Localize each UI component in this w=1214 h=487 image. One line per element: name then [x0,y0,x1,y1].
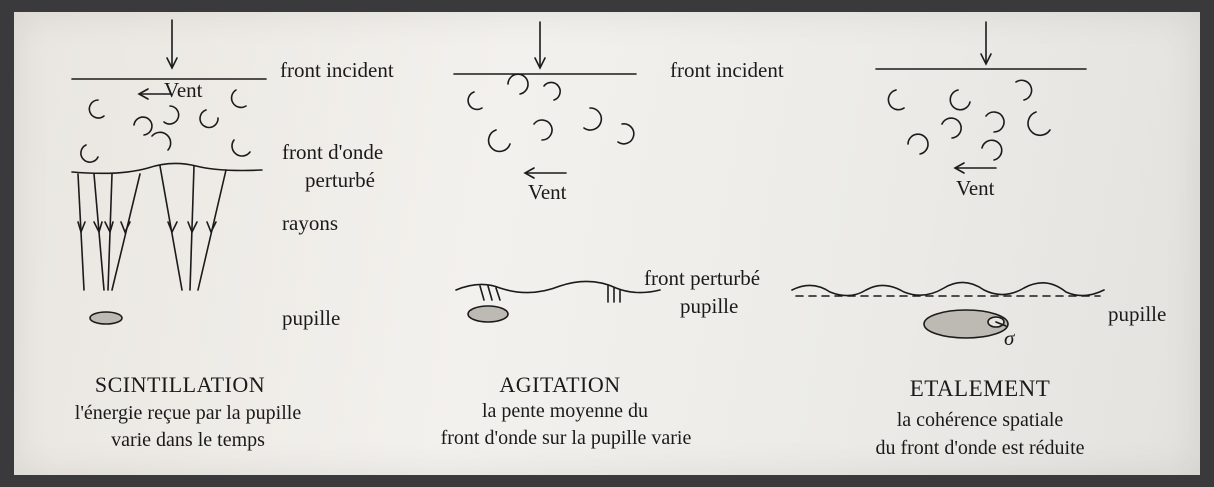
eddy [985,111,1005,133]
eddy [533,119,553,141]
eddy [487,129,511,153]
panel-title-etalement: ETALEMENT [909,376,1051,401]
pupil-ellipse [923,309,1009,339]
perturbed-wavefront [71,162,263,175]
eddy [941,117,962,139]
ray-arrow-head [77,221,86,235]
eddy [1015,79,1033,101]
panel-title-agitation: AGITATION [499,372,621,397]
panel-desc-etalement-line2: du front d'onde est réduite [875,437,1085,459]
eddy [507,73,529,95]
label-front-onde: front d'onde [282,140,384,164]
eddy [230,89,247,109]
perturbed-front [455,280,661,294]
eddy [981,139,1003,161]
label-front-perturbe: front perturbé [644,266,761,290]
panel-agitation-drawing [453,21,661,323]
wind-label: Vent [528,180,567,204]
panel-etalement-drawing [791,21,1105,339]
label-pupille: pupille [282,306,341,330]
ray-arrow-head [104,221,114,235]
wind-label: Vent [956,176,995,200]
slope-arrow [495,287,501,301]
eddy [88,99,105,119]
label-pupille: pupille [680,294,739,318]
label-front-incident: front incident [670,58,784,82]
pupil-ellipse [467,305,509,323]
ray [189,165,195,291]
incident-arrow-head [534,57,546,70]
eddy [949,89,971,111]
wind-label: Vent [164,78,203,102]
panel-desc-agitation-line2: front d'onde sur la pupille varie [440,427,692,449]
incident-arrow-head [980,53,992,66]
panel-desc-scintillation-line1: l'énergie reçue par la pupille [74,402,302,424]
paper-background [14,12,1200,475]
eddy [617,123,635,145]
panel-desc-etalement-line1: la cohérence spatiale [896,409,1064,431]
eddy [583,107,603,131]
eddy [1027,111,1051,137]
ray-arrow-head [93,221,103,235]
panel-desc-scintillation-line2: varie dans le temps [111,429,265,451]
eddy [887,89,905,111]
panel-desc-agitation-line1: la pente moyenne du [481,400,649,422]
eddy [199,109,219,129]
ray-arrow-head [120,221,131,234]
label-rayons: rayons [282,211,338,235]
eddy [133,116,153,136]
label-sigma: σ [1004,326,1015,350]
eddy [80,144,99,163]
slope-arrow [487,285,493,301]
eddy [163,105,180,125]
label-front-incident: front incident [280,58,394,82]
ray-arrow-head [167,221,178,234]
eddy [907,133,929,155]
eddy [231,139,251,157]
slope-arrow [479,285,485,301]
sigma-pointer [995,321,1007,327]
wind-arrow-head [137,88,149,100]
wind-arrow-head [953,162,965,174]
incident-arrow-head [166,57,178,70]
ray-arrow-head [206,221,217,234]
eddy [543,81,561,101]
label-perturbe: perturbé [305,168,375,192]
panel-title-scintillation: SCINTILLATION [94,372,266,397]
label-pupille: pupille [1108,302,1167,326]
ray-arrow-head [187,221,198,234]
eddy [467,91,483,111]
pupil-ellipse [89,311,123,325]
ray [111,173,141,291]
perturbed-front [791,281,1105,297]
wind-arrow-head [523,167,535,179]
panel-scintillation-drawing [71,19,267,325]
eddy [151,131,172,151]
